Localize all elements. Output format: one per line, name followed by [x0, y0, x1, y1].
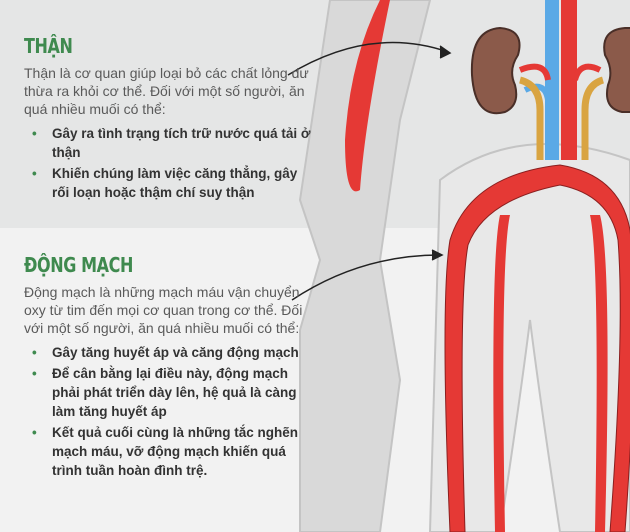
pointer-arrow-artery: [291, 249, 444, 301]
kidney-intro: Thận là cơ quan giúp loại bỏ các chất lỏ…: [24, 65, 309, 117]
kidney-left: [470, 26, 521, 115]
artery-title: ĐỘNG MẠCH: [24, 253, 133, 277]
list-item: Khiến chúng làm việc căng thẳng, gây rối…: [32, 164, 314, 202]
list-item: Để cân bằng lại điều này, động mạch phải…: [32, 364, 314, 421]
kidney-section: THẬN Thận là cơ quan giúp loại bỏ các ch…: [24, 34, 314, 204]
aorta-and-vena-cava: [518, 0, 602, 160]
inner-leg-artery-right: [590, 215, 608, 532]
artery-intro: Động mạch là những mạch máu vận chuyển o…: [24, 284, 303, 336]
inner-leg-artery: [493, 215, 510, 532]
kidney-title: THẬN: [24, 34, 73, 58]
kidney-right: [603, 27, 630, 113]
artery-section: ĐỘNG MẠCH Động mạch là những mạch máu vậ…: [24, 253, 314, 482]
iliac-arteries: [444, 164, 630, 532]
kidney-bullets: Gây ra tình trạng tích trữ nước quá tải …: [24, 124, 314, 202]
list-item: Kết quả cuối cùng là những tắc nghẽn mạc…: [32, 423, 314, 480]
ureter-right: [581, 76, 605, 160]
artery-bullets: Gây tăng huyết áp và căng động mạch Để c…: [24, 343, 314, 480]
arm-artery: [345, 0, 390, 192]
ureter-left: [518, 76, 544, 160]
list-item: Gây ra tình trạng tích trữ nước quá tải …: [32, 124, 314, 162]
list-item: Gây tăng huyết áp và căng động mạch: [32, 343, 314, 362]
pointer-arrow-kidney: [287, 41, 452, 76]
